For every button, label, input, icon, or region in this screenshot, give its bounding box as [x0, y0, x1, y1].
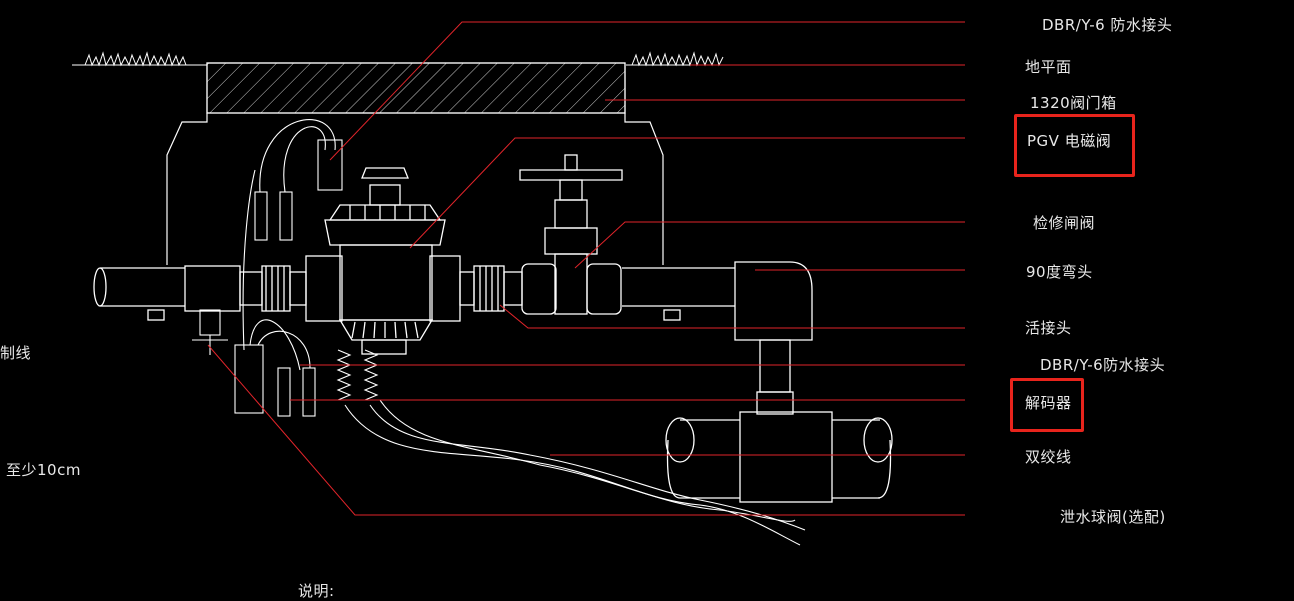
- gate-valve: [519, 154, 623, 315]
- leader-lines: [207, 21, 965, 516]
- label-twisted-wire: 双绞线: [1025, 448, 1072, 466]
- highlight-box-pgv: [1014, 114, 1135, 177]
- pgv-solenoid-valve: [324, 167, 446, 355]
- label-gate-valve: 检修闸阀: [1033, 214, 1096, 232]
- decoder-and-wiring: [192, 119, 806, 546]
- label-left-line: 制线: [0, 344, 32, 362]
- label-decoder: 解码器: [1025, 394, 1072, 412]
- label-left-depth: 至少10cm: [6, 461, 81, 479]
- main-pipe: [93, 255, 681, 322]
- highlight-box-decoder: [1010, 378, 1084, 432]
- label-dbr-mid: DBR/Y-6防水接头: [1040, 356, 1166, 374]
- label-ground: 地平面: [1025, 58, 1072, 76]
- label-pgv: PGV 电磁阀: [1027, 132, 1112, 150]
- valve-box: [166, 62, 664, 265]
- label-union: 活接头: [1025, 319, 1072, 337]
- label-dbr-top: DBR/Y-6 防水接头: [1042, 16, 1173, 34]
- label-drain-valve: 泄水球阀(选配): [1060, 508, 1166, 526]
- label-valve-box: 1320阀门箱: [1030, 94, 1117, 112]
- elbow-pipe: [622, 261, 893, 503]
- label-elbow: 90度弯头: [1026, 263, 1093, 281]
- label-note: 说明:: [298, 582, 335, 600]
